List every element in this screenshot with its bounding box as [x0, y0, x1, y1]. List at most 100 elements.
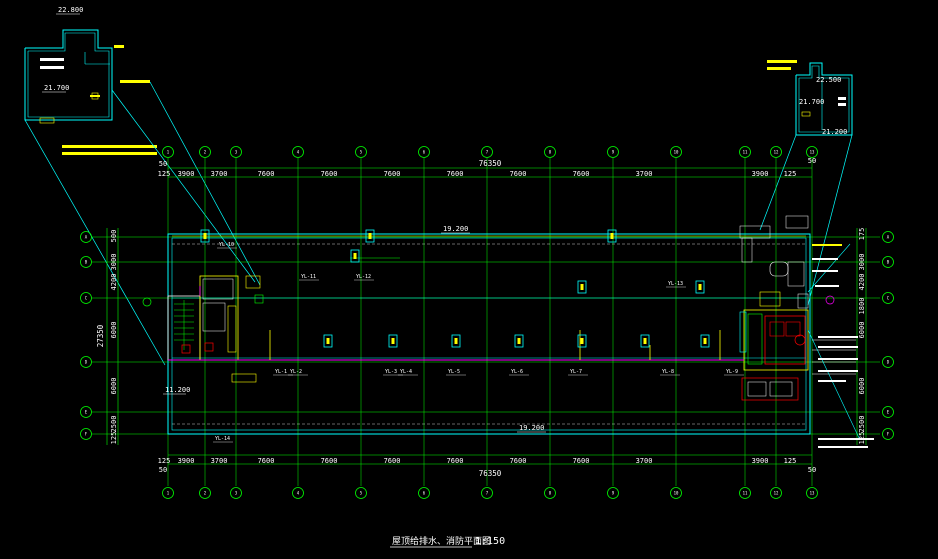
bottom-dim: 125	[784, 457, 797, 465]
inset-right: 22.500 21.700 21.200	[767, 60, 853, 136]
roof-drain	[607, 229, 617, 243]
axis-bubble	[882, 356, 894, 368]
axis-bubble	[806, 146, 818, 158]
axis-bubble-label: 3	[235, 150, 238, 155]
axis-bubble	[80, 406, 92, 418]
roof-top-level: 19.200	[443, 225, 468, 233]
axis-bubble-label: 3	[235, 491, 238, 496]
axis-bubble-label: 13	[810, 491, 815, 496]
bottom-dim: 7600	[258, 457, 275, 465]
bottom-dim: 7600	[321, 457, 338, 465]
right-dim: 1800	[858, 298, 866, 315]
axis-bubble-label: 12	[774, 491, 779, 496]
axis-bubble	[418, 487, 430, 499]
axis-bubble	[882, 428, 894, 440]
axis-bubble	[670, 487, 682, 499]
axis-bubble	[670, 146, 682, 158]
left-dim: 125	[110, 432, 118, 445]
axis-bubble	[418, 146, 430, 158]
left-dim: 4200	[110, 274, 118, 291]
pipe-label: YL-5	[448, 369, 460, 375]
right-dim: 175	[858, 228, 866, 241]
inset-right-mid-level: 21.700	[799, 98, 824, 106]
axis-bubble-label: 11	[743, 150, 748, 155]
axis-bubble	[544, 146, 556, 158]
roof-drain	[577, 334, 587, 348]
title-scale: 1:150	[475, 536, 505, 547]
axis-bubble	[292, 487, 304, 499]
roof-drain-core	[391, 338, 395, 344]
pipe-label: YL-6	[511, 369, 523, 375]
roof-drain	[388, 334, 398, 348]
inset-right-bottom-level: 21.200	[822, 128, 847, 136]
axis-bubble-label: 2	[204, 491, 207, 496]
top-dim: 7600	[384, 170, 401, 178]
edge-dim: 50	[159, 160, 167, 168]
roof-drain-core	[698, 284, 702, 290]
pipe-label: YL-2	[290, 369, 302, 375]
axis-bubble	[739, 487, 751, 499]
pipe-label: YL-9	[726, 369, 738, 375]
axis-bubble-label: 11	[743, 491, 748, 496]
axis-bubble	[882, 231, 894, 243]
axis-bubble	[292, 146, 304, 158]
pipe-label: YL-1	[275, 369, 287, 375]
left-room-level: 11.200	[165, 386, 190, 394]
axis-bubble-label: A	[85, 235, 88, 240]
bottom-dim: 3700	[211, 457, 228, 465]
edge-dim: 50	[808, 466, 816, 474]
bottom-total-dim: 76350	[479, 469, 502, 478]
right-annotations	[812, 244, 874, 448]
title-main: 屋顶给排水、消防平面图	[392, 535, 491, 547]
axis-bubble	[882, 292, 894, 304]
roof-drain-core	[203, 233, 207, 239]
top-dim: 3900	[178, 170, 195, 178]
axis-bubble	[355, 146, 367, 158]
axis-bubble	[355, 487, 367, 499]
right-dim: 3000	[858, 254, 866, 271]
axis-bubble	[199, 487, 211, 499]
axis-bubble	[481, 487, 493, 499]
bottom-dim: 7600	[510, 457, 527, 465]
top-dim: 125	[158, 170, 171, 178]
axis-bubble	[162, 146, 174, 158]
pipe-label: YL-7	[570, 369, 582, 375]
stair-core-right	[739, 215, 835, 401]
left-dim: 6000	[110, 378, 118, 395]
pipe-label: YL-10	[219, 242, 234, 248]
axis-bubble-label: 9	[612, 150, 615, 155]
axis-bubble-label: 10	[674, 150, 679, 155]
bottom-dim: 7600	[384, 457, 401, 465]
roof-bottom-level: 19.200	[519, 424, 544, 432]
axis-bubble-label: F	[85, 432, 88, 437]
right-dim: 4200	[858, 274, 866, 291]
roof-drain-core	[326, 338, 330, 344]
drawing-title: 屋顶给排水、消防平面图 1:150	[390, 535, 505, 548]
top-dim: 7600	[258, 170, 275, 178]
axis-bubble-label: A	[887, 235, 890, 240]
axis-bubble-label: B	[887, 260, 890, 265]
axis-bubble-label: 13	[810, 150, 815, 155]
axis-bubble-label: 9	[612, 491, 615, 496]
top-total-dim: 76350	[479, 159, 502, 168]
axis-bubble	[770, 487, 782, 499]
axis-bubble	[80, 292, 92, 304]
bottom-dim: 3900	[178, 457, 195, 465]
axis-bubble-label: 1	[167, 150, 170, 155]
axis-bubble-label: D	[887, 360, 890, 365]
axis-bubble-label: E	[85, 410, 88, 415]
roof-drain	[451, 334, 461, 348]
axis-bubble-label: 4	[297, 150, 300, 155]
pipe-label: YL-11	[301, 274, 316, 280]
roof-drain-core	[517, 338, 521, 344]
top-dim: 3700	[636, 170, 653, 178]
bottom-dim: 3900	[752, 457, 769, 465]
axis-bubble-label: 1	[167, 491, 170, 496]
axis-bubble	[806, 487, 818, 499]
edge-dim: 50	[159, 466, 167, 474]
left-total-dim: 27350	[96, 324, 105, 347]
axis-bubble	[770, 146, 782, 158]
axis-bubble	[80, 231, 92, 243]
leader-lines	[24, 81, 853, 366]
